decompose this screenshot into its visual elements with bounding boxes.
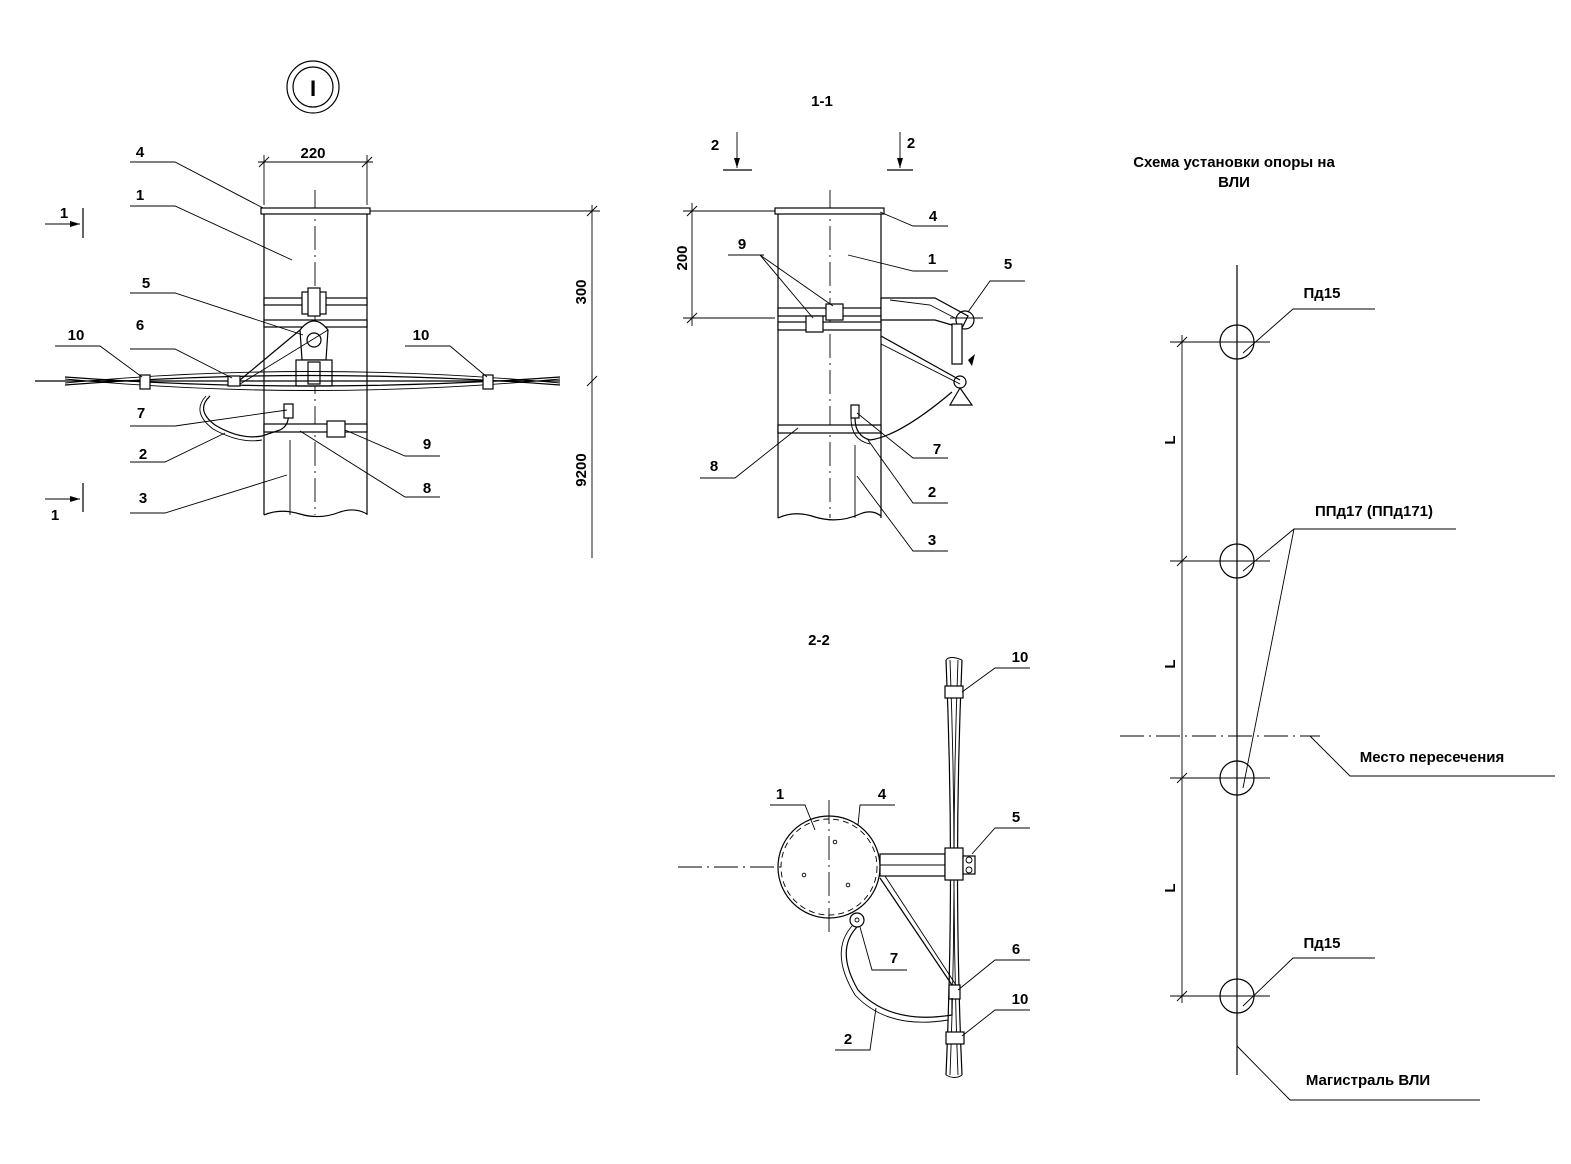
- dim-9200-label: 9200: [573, 453, 590, 486]
- callout-main-1: 1: [136, 187, 144, 204]
- section-mark-1-top: 1: [45, 205, 84, 238]
- scheme-title-line1: Схема установки опоры на: [1133, 154, 1335, 171]
- label-pd15-top: Пд15: [1304, 285, 1341, 302]
- callout-s22-6: 6: [1012, 941, 1020, 958]
- callout-main-4: 4: [136, 144, 145, 161]
- leaders-section-2-2: [770, 667, 1030, 1051]
- view-marker-label: I: [310, 76, 316, 101]
- cut-mark-2-left: 2: [711, 137, 719, 154]
- label-pd15-bottom: Пд15: [1304, 935, 1341, 952]
- callouts-section-2-2: 10 1 4 5 7 6 10 2: [776, 649, 1029, 1048]
- section-1-top-label: 1: [60, 205, 68, 222]
- bracket-section-1-1: [880, 297, 983, 406]
- leaders-main: [55, 161, 488, 514]
- callout-main-7: 7: [137, 405, 145, 422]
- ground-wire-main: [199, 395, 346, 442]
- span-label-3: L: [1162, 883, 1179, 892]
- scheme-leaders: [1236, 308, 1555, 1101]
- conductor-bundle-main: [35, 371, 561, 391]
- callout-main-10-left: 10: [68, 327, 85, 344]
- installation-scheme: Схема установки опоры на ВЛИ: [1120, 154, 1555, 1101]
- callout-s22-2: 2: [844, 1031, 852, 1048]
- label-crossing: Место пересечения: [1360, 749, 1505, 766]
- dim-300-label: 300: [573, 279, 590, 304]
- callout-s11-2: 2: [928, 484, 936, 501]
- ground-wire-plan: [840, 925, 953, 1023]
- view-main: I: [35, 60, 600, 558]
- section-2-2-title: 2-2: [808, 632, 830, 649]
- ground-wire-section-1-1: [850, 391, 953, 445]
- callout-main-2: 2: [139, 446, 147, 463]
- callout-s22-10-top: 10: [1012, 649, 1029, 666]
- callout-s11-8: 8: [710, 458, 718, 475]
- dim-200-label: 200: [674, 245, 691, 270]
- callout-main-6: 6: [136, 317, 144, 334]
- label-ppd17: ППд17 (ППд171): [1315, 503, 1433, 520]
- callout-main-3: 3: [139, 490, 147, 507]
- callout-s11-1: 1: [928, 251, 936, 268]
- bracket-plan: [879, 847, 976, 986]
- span-dimensions: L L L: [1162, 335, 1215, 1003]
- section-2-2: 2-2: [678, 632, 1030, 1078]
- view-marker: I: [286, 60, 340, 114]
- callout-main-10-right: 10: [413, 327, 430, 344]
- callout-s22-10-bottom: 10: [1012, 991, 1029, 1008]
- section-mark-1-bottom: 1: [45, 483, 84, 524]
- pole-section-1-1: [774, 190, 885, 521]
- callout-s11-7: 7: [933, 441, 941, 458]
- callout-s11-3: 3: [928, 532, 936, 549]
- callout-s11-5: 5: [1004, 256, 1012, 273]
- callout-s22-1: 1: [776, 786, 784, 803]
- dim-220-label: 220: [300, 145, 325, 162]
- callouts-section-1-1: 9 4 1 5 7 8 2 3: [710, 208, 1012, 549]
- cut-marks-2: 2 2: [711, 132, 915, 171]
- suspension-clamp: [239, 287, 333, 387]
- scheme-title-line2: ВЛИ: [1218, 174, 1250, 191]
- callout-s22-5: 5: [1012, 809, 1020, 826]
- cut-mark-2-right: 2: [907, 135, 915, 152]
- dimension-vertical-main: 300 9200: [370, 205, 600, 558]
- section-1-1-title: 1-1: [811, 93, 833, 110]
- span-label-2: L: [1162, 659, 1179, 668]
- callout-s22-4: 4: [878, 786, 887, 803]
- callout-s11-9: 9: [738, 236, 746, 253]
- span-label-1: L: [1162, 435, 1179, 444]
- leaders-section-1-1: [700, 211, 1025, 552]
- section-1-1: 1-1 2 2: [674, 93, 1025, 552]
- supports: [1215, 324, 1270, 1014]
- callout-s22-7: 7: [890, 950, 898, 967]
- section-1-bottom-label: 1: [51, 507, 59, 524]
- dimension-200: 200: [674, 203, 775, 326]
- dimension-220: 220: [258, 145, 373, 205]
- label-trunk: Магистраль ВЛИ: [1306, 1072, 1430, 1089]
- pole-plan: [678, 800, 881, 935]
- callout-main-8: 8: [423, 480, 431, 497]
- callouts-main: 4 1 5 6 10 10 7 2 3 9 8: [68, 144, 432, 507]
- scheme-labels: Пд15 ППд17 (ППд171) Место пересечения Пд…: [1304, 285, 1505, 1089]
- callout-main-9: 9: [423, 436, 431, 453]
- callout-s11-4: 4: [929, 208, 938, 225]
- callout-main-5: 5: [142, 275, 150, 292]
